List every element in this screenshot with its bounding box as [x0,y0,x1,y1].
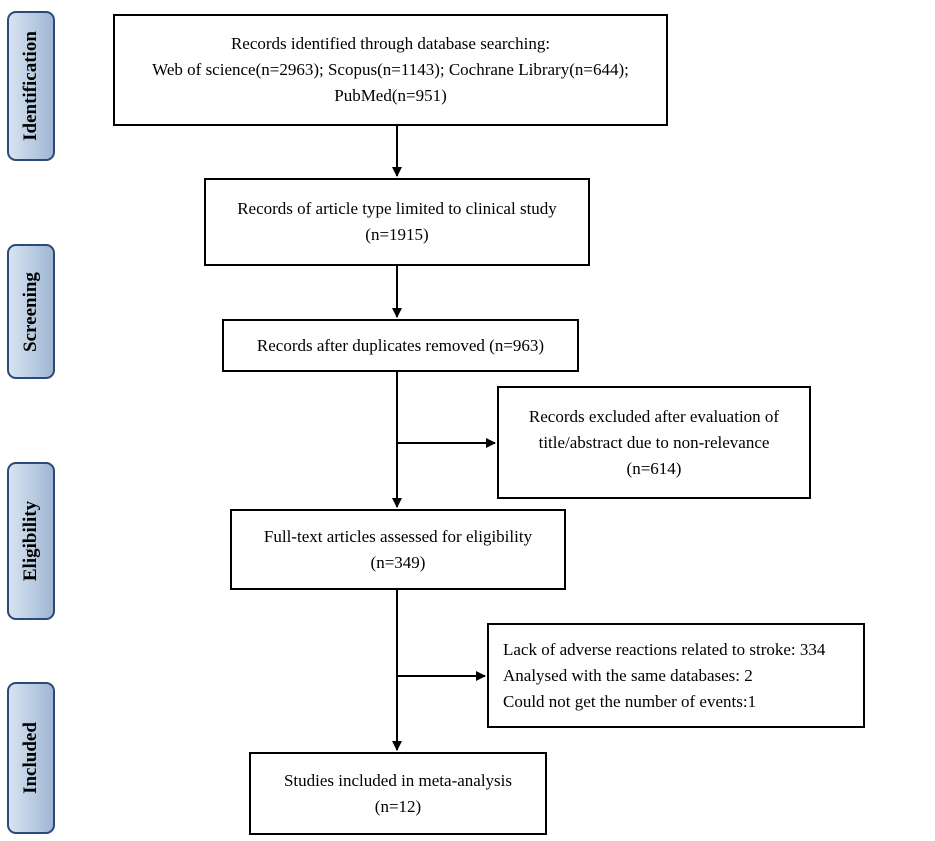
box-records-identified: Records identified through database sear… [113,14,668,126]
phase-label-identification: Identification [7,11,55,161]
box-studies-included-line1: Studies included in meta-analysis [283,770,513,790]
box-excluded-full-text: Lack of adverse reactions related to str… [487,623,865,728]
box-article-type-line2: (n=1915) [365,225,429,244]
phase-label-included: Included [7,682,55,834]
box-records-identified-line3: PubMed(n=951) [334,86,447,105]
box-studies-included-line2: (n=12) [374,796,422,816]
box-excluded-full-text-line3: Could not get the number of events:1 [503,691,757,711]
box-excluded-title-abstract-line1: Records excluded after evaluation of [528,406,780,426]
box-excluded-title-abstract: Records excluded after evaluation of tit… [497,386,811,499]
box-excluded-full-text-line2: Analysed with the same databases: 2 [503,665,753,685]
box-article-type: Records of article type limited to clini… [204,178,590,266]
box-records-identified-line2: Web of science(n=2963); Scopus(n=1143); … [152,60,629,79]
box-excluded-full-text-line1: Lack of adverse reactions related to str… [503,639,826,659]
box-records-identified-line1: Records identified through database sear… [230,34,551,53]
box-studies-included: Studies included in meta-analysis (n=12) [249,752,547,835]
phase-label-included-text: Included [20,722,41,794]
box-article-type-line1: Records of article type limited to clini… [237,199,557,218]
box-duplicates-removed: Records after duplicates removed (n=963) [222,319,579,372]
box-excluded-title-abstract-line3: (n=614) [626,458,682,478]
phase-label-eligibility-text: Eligibility [20,500,41,582]
box-duplicates-removed-line1: Records after duplicates removed (n=963) [256,335,545,355]
box-full-text-assessed: Full-text articles assessed for eligibil… [230,509,566,590]
phase-label-screening: Screening [7,244,55,379]
phase-label-eligibility: Eligibility [7,462,55,620]
phase-label-identification-text: Identification [20,31,41,141]
box-full-text-assessed-line2: (n=349) [370,552,426,572]
box-excluded-title-abstract-line2: title/abstract due to non-relevance [538,432,770,452]
box-full-text-assessed-line1: Full-text articles assessed for eligibil… [263,526,533,546]
phase-label-screening-text: Screening [20,271,41,352]
